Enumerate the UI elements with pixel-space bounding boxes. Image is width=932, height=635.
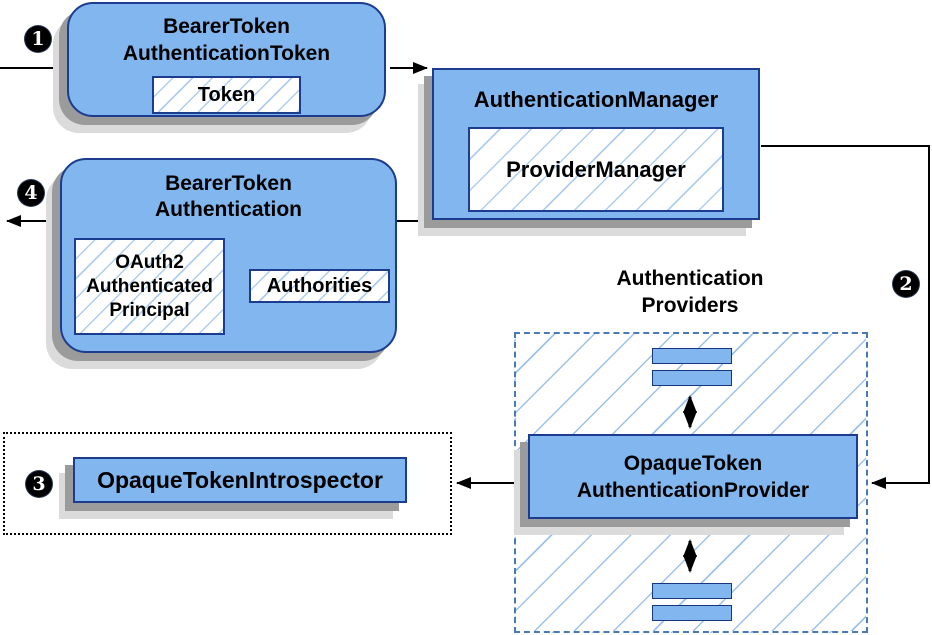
node-title-line: BearerToken — [165, 172, 292, 195]
step-badge-2: 2 — [893, 271, 919, 297]
opaque-token-introspector-label: OpaqueTokenIntrospector — [97, 466, 383, 493]
node-title-line: AuthenticationProvider — [576, 478, 810, 502]
token-label: Token — [197, 83, 256, 106]
token-inner-box: Token — [152, 76, 301, 114]
node-opaque-token-introspector: OpaqueTokenIntrospector — [73, 457, 407, 503]
provider-manager-inner-box: ProviderManager — [468, 127, 724, 212]
step-badge-4: 4 — [18, 180, 44, 206]
node-authentication-manager: AuthenticationManager ProviderManager — [432, 68, 760, 220]
authentication-manager-title: AuthenticationManager — [473, 87, 719, 112]
oauth2-authenticated-principal-box: OAuth2 Authenticated Principal — [74, 238, 225, 335]
provider-placeholder-bar — [652, 370, 732, 386]
step-badge-1: 1 — [25, 26, 51, 52]
node-opaque-token-authentication-provider: OpaqueToken AuthenticationProvider — [528, 434, 858, 519]
node-bearer-token-authentication-token: BearerToken AuthenticationToken Token — [67, 2, 386, 117]
node-title-line: BearerToken — [163, 15, 290, 38]
principal-line: Principal — [109, 299, 190, 321]
authentication-providers-caption: Authentication Providers — [580, 265, 800, 319]
node-title-line: AuthenticationToken — [122, 42, 331, 65]
caption-line: Providers — [641, 294, 739, 317]
node-title-line: Authentication — [155, 198, 302, 221]
authorities-box: Authorities — [249, 269, 390, 303]
node-title-line: OpaqueToken — [623, 451, 763, 475]
authorities-label: Authorities — [266, 274, 373, 297]
step-badge-3: 3 — [26, 471, 52, 497]
principal-line: OAuth2 — [115, 251, 184, 273]
provider-manager-label: ProviderManager — [506, 156, 686, 182]
provider-placeholder-bar — [652, 583, 732, 599]
provider-placeholder-bar — [652, 348, 732, 364]
provider-placeholder-bar — [652, 605, 732, 621]
principal-line: Authenticated — [86, 275, 213, 297]
caption-line: Authentication — [616, 267, 764, 290]
node-bearer-token-authentication: BearerToken Authentication OAuth2 Authen… — [60, 158, 397, 353]
